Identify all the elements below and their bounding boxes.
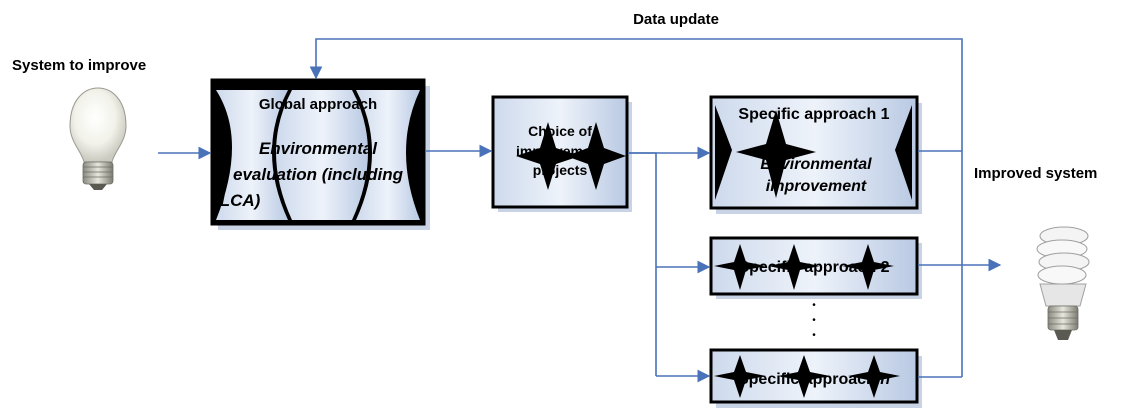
global-approach-title: Global approach — [259, 96, 377, 113]
vertical-ellipsis: • • • — [812, 300, 816, 341]
light-bulb-icon — [69, 87, 127, 190]
system-to-improve-label: System to improve — [12, 57, 146, 74]
choice-line-3: projects — [533, 162, 588, 178]
specific-approach-1-line-2: improvement — [766, 178, 867, 195]
specific-approach-n-title: Specific approach n — [738, 371, 890, 388]
choice-of-improvement-projects-box: Choice of improvement projects — [491, 95, 632, 212]
specific-approach-1-box: Specific approach 1 Environmental improv… — [709, 95, 922, 214]
data-update-feedback-line — [309, 38, 963, 377]
specific-approach-n-box: Specific approach n — [709, 348, 922, 408]
specific-approach-2-box: Specific approach 2 — [709, 236, 922, 299]
ellipsis-dot-2: • — [812, 315, 816, 326]
compact-fluorescent-bulb-icon — [1036, 226, 1090, 340]
global-approach-line-1: Environmental — [259, 139, 378, 158]
global-approach-line-2: evaluation (including — [233, 165, 404, 184]
global-approach-box: Global approach Environmental evaluation… — [210, 78, 430, 230]
specific-approach-n-title-italic: n — [880, 371, 890, 388]
specific-approach-2-title: Specific approach 2 — [738, 259, 889, 276]
specific-approach-1-line-1: Environmental — [760, 156, 872, 173]
connector-choice-branch — [628, 152, 657, 376]
choice-line-2: improvement — [516, 143, 604, 159]
improved-system-label: Improved system — [974, 165, 1097, 182]
specific-approach-1-title: Specific approach 1 — [738, 106, 889, 123]
ellipsis-dot-1: • — [812, 300, 816, 311]
ellipsis-dot-3: • — [812, 330, 816, 341]
choice-line-1: Choice of — [528, 123, 592, 139]
global-approach-line-3: LCA) — [220, 191, 261, 210]
data-update-label: Data update — [633, 11, 719, 28]
specific-approach-n-title-prefix: Specific approach — [738, 371, 880, 388]
